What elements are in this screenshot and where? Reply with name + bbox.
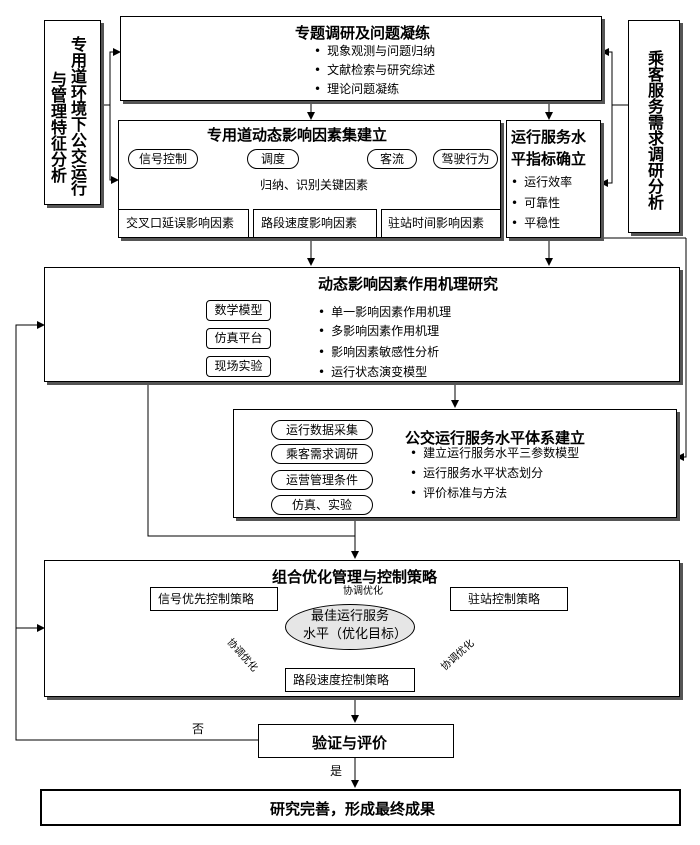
verify-title: 验证与评价 — [312, 734, 388, 752]
service-index-item-1: 运行效率 — [511, 175, 572, 189]
topic-research-item-1: 现象观测与问题归纳 — [314, 44, 435, 58]
optimal-service-line1: 最佳运行服务 — [311, 609, 390, 624]
left-analysis-col1: 专用道环境下公交运行 — [68, 35, 87, 196]
road-speed-label: 路段速度控制策略 — [293, 673, 390, 687]
mechanism-item-3: 影响因素敏感性分析 — [318, 345, 439, 359]
right-analysis-text: 乘客服务需求调研分析 — [645, 49, 664, 210]
optimal-service-line2: 水平（优化目标） — [303, 627, 408, 642]
stop-control-label: 驻站控制策略 — [468, 592, 541, 606]
factor-pill-signal: 信号控制 — [128, 149, 198, 169]
mechanism-title: 动态影响因素作用机理研究 — [318, 275, 499, 293]
output-intersection-label: 交叉口延误影响因素 — [126, 216, 235, 230]
mechanism-item-2: 多影响因素作用机理 — [318, 324, 439, 338]
dynamic-factors-title: 专用道动态影响因素集建立 — [207, 126, 388, 144]
method-sim-platform: 仿真平台 — [206, 328, 271, 349]
method-field-test: 现场实验 — [206, 356, 271, 377]
topic-research-title: 专题调研及问题凝练 — [295, 24, 431, 42]
signal-priority-label: 信号优先控制策略 — [158, 592, 255, 606]
optimal-service-ellipse — [285, 604, 415, 650]
topic-research-item-3: 理论问题凝练 — [314, 82, 399, 96]
topic-research-item-2: 文献检索与研究综述 — [314, 63, 435, 77]
left-analysis-box — [44, 20, 101, 205]
service-index-item-2: 可靠性 — [511, 196, 560, 210]
combined-title: 组合优化管理与控制策略 — [272, 568, 438, 586]
service-index-title-2: 平指标确立 — [511, 150, 587, 168]
method-data-collect: 运行数据采集 — [271, 420, 373, 440]
service-system-item-1: 建立运行服务水平三参数模型 — [410, 446, 579, 460]
final-box — [40, 789, 681, 826]
factor-pill-dispatch: 调度 — [247, 149, 299, 169]
service-index-title-1: 运行服务水 — [511, 128, 587, 146]
output-road-speed — [253, 209, 377, 238]
method-passenger-survey: 乘客需求调研 — [271, 444, 373, 464]
service-index-item-3: 平稳性 — [511, 216, 560, 230]
coord-label-top: 协调优化 — [343, 586, 383, 597]
right-analysis-box — [628, 20, 680, 233]
output-intersection — [118, 209, 249, 238]
signal-priority-box — [150, 587, 278, 611]
method-simulation: 仿真、实验 — [271, 495, 373, 515]
method-operation: 运营管理条件 — [271, 470, 373, 490]
service-system-item-2: 运行服务水平状态划分 — [410, 466, 543, 480]
stop-control-box — [450, 587, 568, 611]
method-math-model: 数学模型 — [206, 300, 271, 321]
factor-pill-flow: 客流 — [367, 149, 417, 169]
mechanism-item-4: 运行状态演变模型 — [318, 365, 427, 379]
mechanism-item-1: 单一影响因素作用机理 — [318, 305, 451, 319]
verify-yes-label: 是 — [330, 764, 343, 778]
output-dwell — [381, 209, 501, 238]
left-analysis-col2: 与管理特征分析 — [48, 71, 67, 183]
road-speed-box — [285, 668, 415, 692]
verify-box — [258, 724, 454, 758]
service-system-title: 公交运行服务水平体系建立 — [405, 429, 586, 447]
output-dwell-label: 驻站时间影响因素 — [388, 216, 485, 230]
verify-no-label: 否 — [192, 722, 205, 736]
dynamic-factors-mid-label: 归纳、识别关键因素 — [260, 178, 369, 192]
factor-pill-driving: 驾驶行为 — [433, 149, 498, 169]
service-system-item-3: 评价标准与方法 — [410, 486, 507, 500]
output-road-speed-label: 路段速度影响因素 — [261, 216, 358, 230]
final-title: 研究完善，形成最终成果 — [270, 800, 436, 818]
